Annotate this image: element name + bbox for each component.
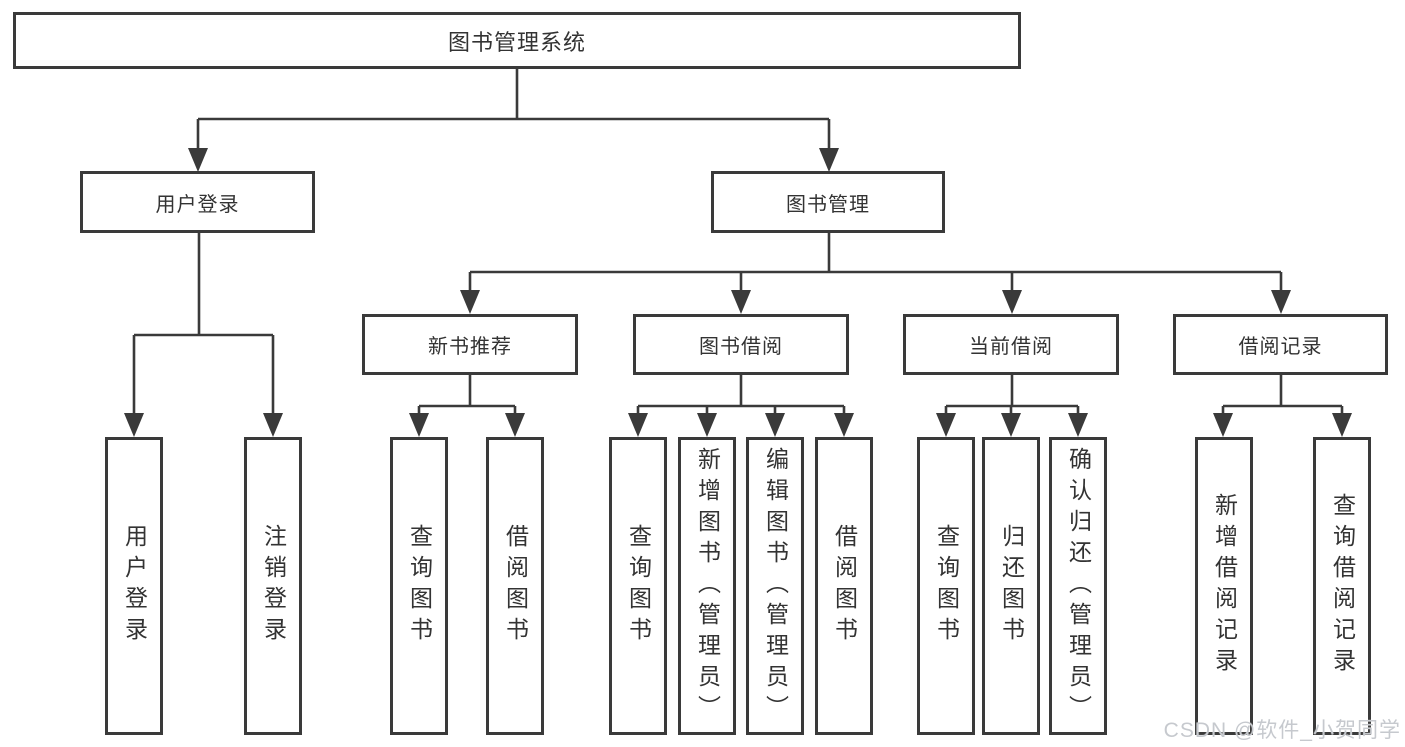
leaf-label: 确认归还（管理员） bbox=[1065, 446, 1092, 726]
node-label: 图书管理 bbox=[786, 193, 870, 216]
leaf-user-login: 用户登录 bbox=[105, 437, 163, 735]
leaf-current-confirm-return-admin: 确认归还（管理员） bbox=[1049, 437, 1107, 735]
leaf-borrow-edit-book-admin: 编辑图书（管理员） bbox=[746, 437, 804, 735]
leaf-label: 查询图书 bbox=[625, 524, 652, 648]
leaf-current-query-book: 查询图书 bbox=[917, 437, 975, 735]
connector-new-book-children bbox=[417, 374, 517, 418]
csdn-watermark: CSDN @软件_小贺同学 bbox=[1163, 719, 1401, 742]
connector-book-management-children bbox=[468, 233, 1283, 295]
leaf-label: 借阅图书 bbox=[502, 524, 529, 648]
connector-book-borrow-children bbox=[636, 374, 846, 418]
leaf-logout: 注销登录 bbox=[244, 437, 302, 735]
leaf-records-add-record: 新增借阅记录 bbox=[1195, 437, 1253, 735]
connector-root-to-level2 bbox=[196, 68, 831, 150]
leaf-label: 借阅图书 bbox=[831, 524, 858, 648]
leaf-newbook-query-book: 查询图书 bbox=[390, 437, 448, 735]
connector-borrow-records-children bbox=[1221, 374, 1344, 418]
node-label: 图书管理系统 bbox=[447, 29, 586, 55]
node-label: 用户登录 bbox=[155, 193, 240, 216]
leaf-label: 编辑图书（管理员） bbox=[762, 446, 789, 726]
node-library-management-system: 图书管理系统 bbox=[13, 12, 1021, 69]
leaf-label: 新增图书（管理员） bbox=[694, 446, 721, 726]
node-label: 当前借阅 bbox=[969, 336, 1053, 358]
leaf-label: 用户登录 bbox=[121, 524, 148, 648]
leaf-borrow-query-book: 查询图书 bbox=[609, 437, 667, 735]
leaf-records-query-record: 查询借阅记录 bbox=[1313, 437, 1371, 735]
leaf-label: 查询借阅记录 bbox=[1329, 493, 1356, 679]
node-label: 图书借阅 bbox=[699, 336, 783, 358]
node-borrow-records: 借阅记录 bbox=[1173, 314, 1388, 375]
connector-current-borrow-children bbox=[944, 374, 1080, 418]
leaf-current-return-book: 归还图书 bbox=[982, 437, 1040, 735]
leaf-label: 查询图书 bbox=[933, 524, 960, 648]
connector-user-login-children bbox=[132, 233, 275, 415]
leaf-borrow-add-book-admin: 新增图书（管理员） bbox=[678, 437, 736, 735]
leaf-newbook-borrow-book: 借阅图书 bbox=[486, 437, 544, 735]
leaf-label: 注销登录 bbox=[260, 524, 287, 648]
node-book-borrow: 图书借阅 bbox=[633, 314, 849, 375]
node-new-book-recommend: 新书推荐 bbox=[362, 314, 578, 375]
leaf-label: 查询图书 bbox=[406, 524, 433, 648]
node-user-login: 用户登录 bbox=[80, 171, 315, 233]
leaf-label: 新增借阅记录 bbox=[1211, 493, 1238, 679]
leaf-label: 归还图书 bbox=[998, 524, 1025, 648]
node-book-management: 图书管理 bbox=[711, 171, 945, 233]
node-label: 新书推荐 bbox=[428, 336, 512, 358]
node-label: 借阅记录 bbox=[1238, 336, 1323, 358]
node-current-borrow: 当前借阅 bbox=[903, 314, 1119, 375]
leaf-borrow-borrow-book: 借阅图书 bbox=[815, 437, 873, 735]
